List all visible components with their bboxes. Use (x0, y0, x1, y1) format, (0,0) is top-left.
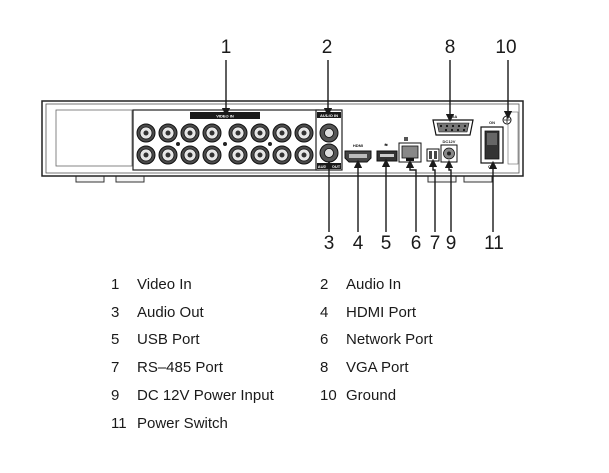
callout-11: 11 (484, 233, 504, 250)
bnc-connector (180, 145, 200, 165)
bnc-connector (250, 123, 270, 143)
bnc-connector (228, 145, 248, 165)
dc-in-label: DC12V (443, 139, 456, 144)
video-in-block: VIDEO IN (132, 109, 320, 171)
usb-symbol-icon: ⇆ (384, 141, 388, 148)
switch-on-label: ON (489, 120, 495, 125)
video-in-label: VIDEO IN (216, 114, 234, 119)
bnc-connectors (136, 123, 314, 165)
bnc-connector (272, 145, 292, 165)
hdmi-port: HDMI (344, 143, 372, 163)
bnc-connector (180, 123, 200, 143)
callout-4: 4 (353, 233, 364, 250)
screw-icon (268, 142, 272, 146)
dc-power-input: DC12V (440, 139, 458, 163)
callout-leaders (221, 60, 513, 232)
dvr-rear-panel-diagram: VIDEO IN AUDIO IN AUDIO OUT HDMI ⇆ (41, 37, 524, 250)
callout-7: 7 (430, 233, 441, 250)
callout-2: 2 (322, 37, 333, 58)
screw-icon (176, 142, 180, 146)
bnc-connector (250, 145, 270, 165)
ground-terminal (502, 115, 512, 125)
screw-icon (223, 142, 227, 146)
bnc-connector (202, 145, 222, 165)
vga-port: VGA (432, 114, 474, 136)
bnc-connector (158, 123, 178, 143)
bnc-connector (136, 123, 156, 143)
bnc-connector (136, 145, 156, 165)
rs485-port (426, 148, 440, 162)
switch-off-label: OFF (488, 164, 497, 169)
bnc-connector (228, 123, 248, 143)
bnc-connector (294, 123, 314, 143)
callout-8: 8 (445, 37, 456, 58)
callout-5: 5 (381, 233, 392, 250)
callout-9: 9 (446, 233, 457, 250)
bnc-connector (294, 145, 314, 165)
bnc-connector (202, 123, 222, 143)
callout-3: 3 (324, 233, 335, 250)
callout-1: 1 (221, 37, 232, 58)
callout-6: 6 (411, 233, 422, 250)
callout-10: 10 (495, 37, 516, 58)
callout-numbers: 1 2 8 10 3 4 5 6 7 9 11 (221, 37, 517, 250)
bnc-connector (158, 145, 178, 165)
power-switch: ON OFF (480, 120, 504, 169)
hdmi-label: HDMI (353, 143, 363, 148)
audio-in-label: AUDIO IN (320, 113, 338, 118)
bnc-connector (272, 123, 292, 143)
network-port (398, 137, 422, 163)
audio-block: AUDIO IN AUDIO OUT (315, 109, 343, 171)
